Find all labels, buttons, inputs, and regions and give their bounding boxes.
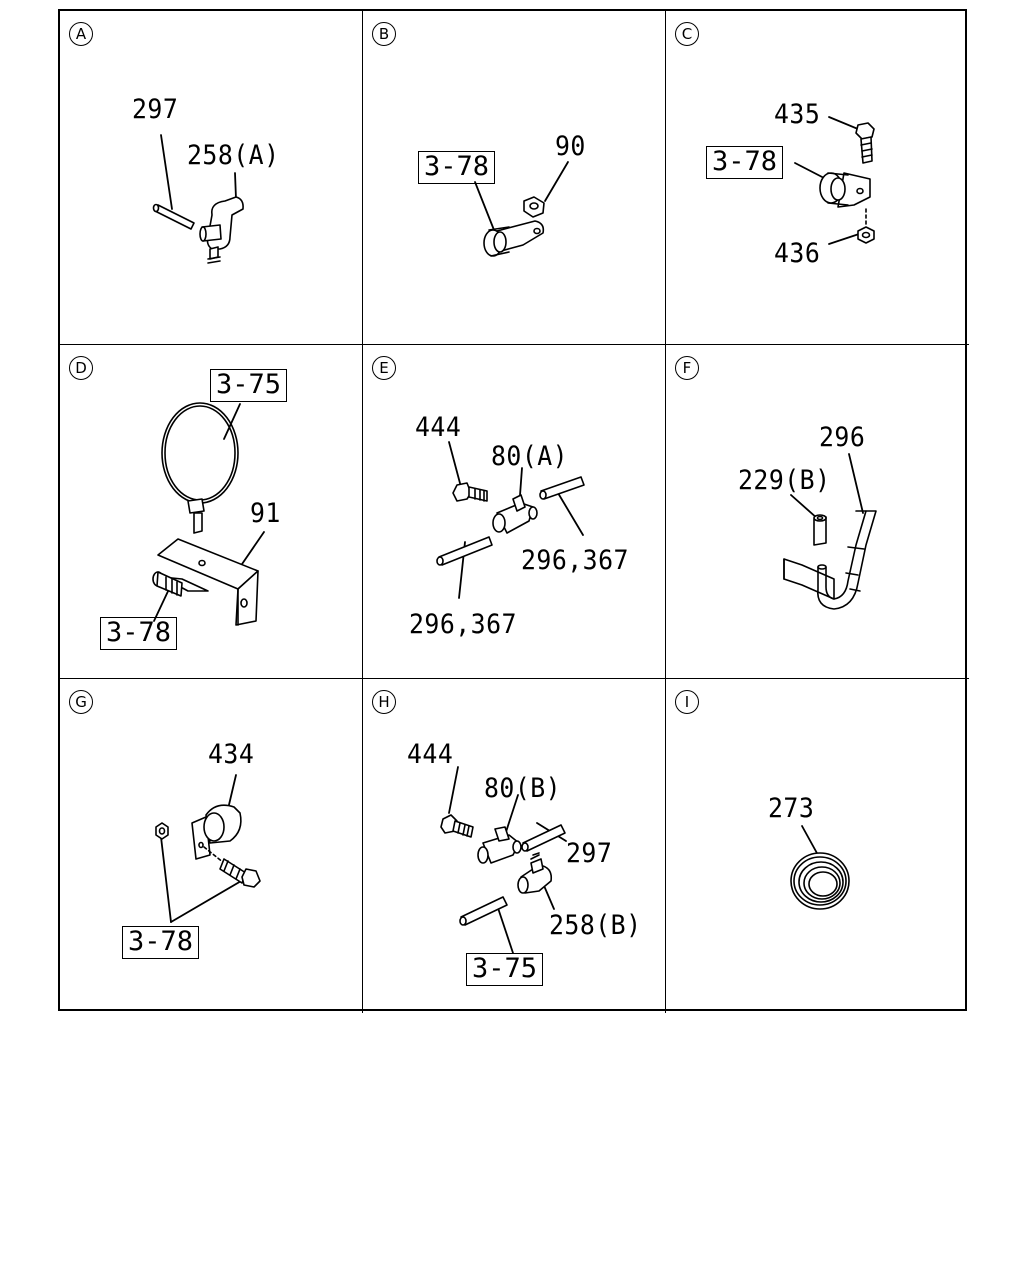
panel-letter-i: I <box>675 690 699 714</box>
nut-icon <box>155 822 169 840</box>
panel-d-parts-drawing <box>152 402 265 626</box>
panel-b: B 3-78 90 <box>363 11 666 345</box>
tube-icon <box>459 896 508 926</box>
panel-letter-b: B <box>372 22 396 46</box>
reference-box-3-75[interactable]: 3-75 <box>210 369 288 402</box>
panel-h-parts-drawing <box>440 766 567 954</box>
panel-i: I 273 <box>666 679 969 1013</box>
callout-296-367-lower: 296,367 <box>409 609 517 640</box>
bolt-444-icon <box>440 814 474 838</box>
callout-273: 273 <box>768 793 815 824</box>
panel-c-parts-drawing <box>794 116 875 245</box>
panel-e-parts-drawing <box>436 441 585 599</box>
tee-fitting-80b-icon <box>477 826 522 864</box>
nut-436-icon <box>857 226 875 244</box>
panel-g: G 434 3-78 <box>60 679 363 1013</box>
callout-229b: 229(B) <box>738 465 831 496</box>
reference-box-3-75[interactable]: 3-75 <box>466 953 544 986</box>
spacer-229b-icon <box>813 514 827 546</box>
band-clamp-icon <box>161 402 239 534</box>
callout-296-367: 296,367 <box>521 545 629 576</box>
tee-fitting-80a-icon <box>492 494 538 534</box>
callout-436: 436 <box>774 238 821 269</box>
callout-80b: 80(B) <box>484 773 562 804</box>
nut-90-icon <box>523 196 545 218</box>
callout-80a: 80(A) <box>491 441 569 472</box>
parts-diagram-grid: A 297 258(A) B <box>58 9 969 1013</box>
bolt-435-icon <box>855 122 875 164</box>
panel-letter-d: D <box>69 356 93 380</box>
panel-letter-c: C <box>675 22 699 46</box>
panel-f: F 296 229(B) <box>666 345 969 679</box>
panel-i-parts-drawing <box>790 825 850 910</box>
callout-296: 296 <box>819 422 866 453</box>
panel-letter-e: E <box>372 356 396 380</box>
reference-box-3-78[interactable]: 3-78 <box>418 151 496 184</box>
bolt-3-78-icon <box>152 571 183 597</box>
bolt-icon <box>219 858 261 888</box>
pipe-icon <box>436 536 493 566</box>
elbow-fitting-258b-icon <box>517 852 553 894</box>
panel-d: D 3-75 <box>60 345 363 679</box>
callout-435: 435 <box>774 99 821 130</box>
grommet-273-icon <box>790 852 850 910</box>
panel-letter-a: A <box>69 22 93 46</box>
elbow-fitting-258a-icon <box>199 196 244 264</box>
pin-297-icon <box>152 203 195 230</box>
reference-box-3-78[interactable]: 3-78 <box>122 926 200 959</box>
panel-letter-g: G <box>69 690 93 714</box>
callout-258a: 258(A) <box>187 140 280 171</box>
callout-297: 297 <box>566 838 613 869</box>
tube-297-icon <box>521 824 566 852</box>
callout-297: 297 <box>132 94 179 125</box>
callout-90: 90 <box>555 131 586 162</box>
callout-444: 444 <box>407 739 454 770</box>
bolt-444-icon <box>452 482 488 502</box>
reference-box-3-78[interactable]: 3-78 <box>706 146 784 179</box>
pipe-icon <box>539 476 585 500</box>
clamp-bracket-icon <box>819 172 871 208</box>
hose-296-icon <box>817 510 877 610</box>
clamp-434-icon <box>191 804 242 860</box>
clamp-bracket-icon <box>483 220 545 257</box>
panel-letter-h: H <box>372 690 396 714</box>
callout-91: 91 <box>250 498 281 529</box>
panel-g-parts-drawing <box>155 774 261 923</box>
reference-box-3-78[interactable]: 3-78 <box>100 617 178 650</box>
panel-f-parts-drawing <box>783 453 877 610</box>
callout-258b: 258(B) <box>549 910 642 941</box>
callout-444: 444 <box>415 412 462 443</box>
panel-a-parts-drawing <box>152 134 244 264</box>
panel-letter-f: F <box>675 356 699 380</box>
panel-e: E 4 <box>363 345 666 679</box>
panel-h: H <box>363 679 666 1013</box>
panel-c: C 435 3-78 436 <box>666 11 969 345</box>
callout-434: 434 <box>208 739 255 770</box>
panel-a: A 297 258(A) <box>60 11 363 345</box>
panel-b-parts-drawing <box>474 161 569 257</box>
